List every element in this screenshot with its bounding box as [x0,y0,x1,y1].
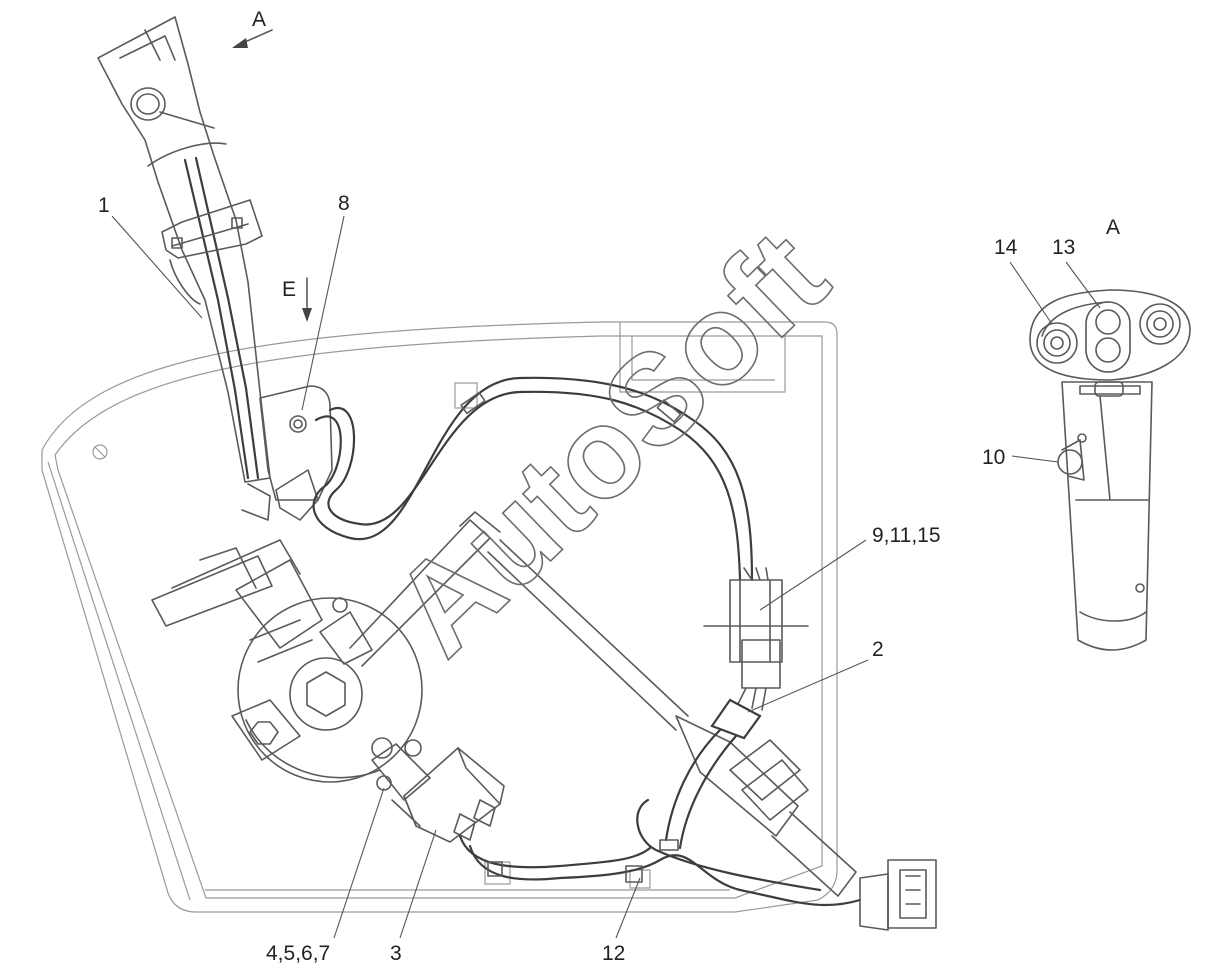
callout-10: 10 [982,446,1005,469]
view-arrow-a [232,29,273,48]
inset-view-a [1029,289,1191,651]
cable-rod [349,511,857,897]
lever-arm [97,16,271,483]
pivot-mechanism [151,539,423,783]
callout-13: 13 [1052,236,1075,259]
callout-1: 1 [98,194,110,217]
view-label-a: A [252,8,266,31]
mounting-bracket [241,385,333,521]
micro-switch [371,737,505,843]
inset-title-a: A [1106,216,1120,239]
leader-lines [111,215,1101,939]
callout-14: 14 [994,236,1018,259]
callout-9-11-15: 9,11,15 [872,524,941,547]
callout-4-5-6-7: 4,5,6,7 [266,942,330,965]
wire-harness [312,376,937,931]
callout-12: 12 [602,942,625,965]
view-arrow-e [302,277,312,322]
callout-3: 3 [390,942,402,965]
housing-panel [41,321,838,913]
callout-2: 2 [872,638,884,661]
callout-8: 8 [338,192,350,215]
view-label-e: E [282,278,296,301]
